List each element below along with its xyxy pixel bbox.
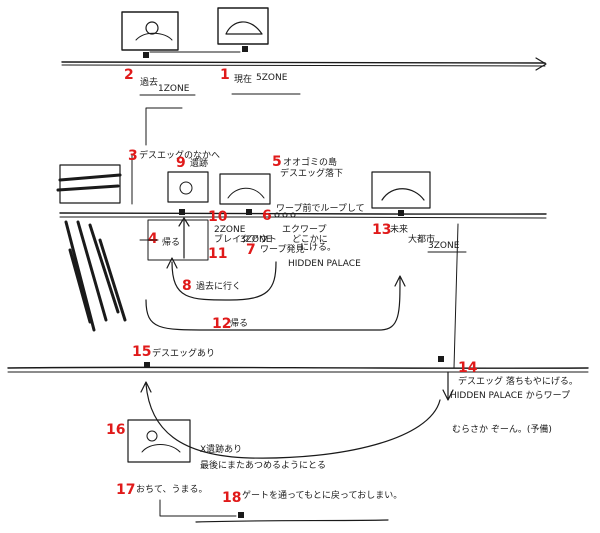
- timeline-line-top: [61, 61, 546, 64]
- sun-icon: [145, 21, 159, 35]
- arrow-head: [442, 389, 454, 401]
- note-ruins: 遺跡: [190, 157, 208, 169]
- note-hidden-palace: HIDDEN PALACE: [288, 259, 361, 269]
- note-mushroom: むらさか ぞーん。(予備): [452, 423, 552, 435]
- note-warp-find: エクワープ: [282, 224, 326, 235]
- note-last: 最後にまたあつめるようにとる: [200, 459, 326, 471]
- island-icon: [225, 21, 263, 35]
- loop-8: [171, 261, 277, 301]
- timeline-line-lower-shadow: [7, 371, 589, 373]
- note-zone5: 5ZONE: [256, 73, 288, 83]
- cloud-icon: [135, 32, 173, 41]
- screen-final: [127, 419, 191, 463]
- lower-timeline: 15 デスエッグあり 14 デスエッグ 落ちもやにげる。 HIDDEN PALA…: [7, 344, 589, 523]
- stage-block: [238, 512, 244, 518]
- note-fall: おちて、うまる。: [136, 484, 208, 495]
- marker-7: 7: [246, 242, 256, 258]
- marker-3: 3: [128, 148, 138, 164]
- middle-timeline: 3 デスエッグのなかへ 9 遺跡 5 オオゴミの島 デスエッグ落下 10 2ZO…: [56, 148, 547, 369]
- marker-18: 18: [222, 490, 241, 506]
- stage-block: [144, 362, 150, 368]
- note-warp-where: どこかに: [292, 234, 328, 245]
- island-icon: [227, 187, 265, 199]
- screen-island: [219, 173, 271, 205]
- note-death-egg-escape: デスエッグ 落ちもやにげる。: [458, 375, 578, 387]
- marker-8: 8: [182, 278, 192, 294]
- return-arc: [145, 383, 441, 459]
- arrow-head: [166, 257, 178, 269]
- note-zone2-sub: ブレイクアウト: [214, 233, 277, 245]
- screen-future: [371, 171, 431, 209]
- marker-2: 2: [124, 67, 134, 83]
- screen-death-egg: [59, 164, 121, 204]
- bracket-arrow: [145, 107, 183, 146]
- note-back-past: 過去に行く: [196, 280, 241, 292]
- note-zone3b: 3ZONE: [428, 241, 460, 251]
- hatched-zone: [56, 173, 127, 332]
- screen-past: [121, 11, 179, 51]
- dot: [290, 212, 296, 218]
- marker-6: 6: [262, 208, 272, 224]
- stage-block: [179, 209, 185, 215]
- marker-15: 15: [132, 344, 151, 360]
- note-return: 帰る: [162, 236, 180, 248]
- dot: [282, 212, 288, 218]
- note-warp-loop: ワープ前でループして: [276, 202, 365, 214]
- note-present: 現在: [234, 73, 252, 85]
- marker-4: 4: [148, 231, 158, 247]
- ruins-icon: [179, 181, 193, 195]
- marker-12: 12: [212, 316, 231, 332]
- stage-block: [246, 209, 252, 215]
- descending-line: [453, 223, 459, 369]
- note-zone1: 1ZONE: [158, 84, 190, 94]
- ruins-icon: [146, 430, 158, 442]
- note-hidden-palace-warp: HIDDEN PALACE からワープ: [450, 390, 570, 401]
- stage-block: [438, 356, 444, 362]
- marker-10: 10: [208, 209, 228, 225]
- stage-block: [143, 52, 149, 58]
- note-warp-discovery: ワープ発見: [260, 243, 304, 255]
- note-zone2: 2ZONE: [214, 225, 246, 235]
- marker-11: 11: [208, 246, 227, 262]
- marker-16: 16: [106, 422, 125, 438]
- timeline-line-lower: [7, 366, 589, 369]
- marker-1: 1: [220, 67, 230, 83]
- arrow-head: [140, 381, 152, 393]
- note-past: 過去: [140, 76, 158, 88]
- timeline-line-middle-shadow: [59, 216, 547, 219]
- top-timeline: 2 過去 1ZONE 1 現在 5ZONE: [61, 7, 547, 146]
- marker-13: 13: [372, 222, 391, 238]
- note-death-egg-fall: デスエッグ落下: [280, 167, 343, 179]
- bracket-arrow: [159, 499, 237, 517]
- loop-12: [145, 277, 401, 331]
- arrow-head-top: [535, 57, 547, 71]
- note-death-egg: デスエッグのなかへ: [139, 149, 220, 161]
- screen-ruins: [167, 171, 209, 203]
- stage-block: [398, 210, 404, 216]
- note-island: オオゴミの島: [283, 156, 337, 168]
- marker-5: 5: [272, 154, 282, 170]
- hill-icon: [141, 444, 181, 453]
- screen-present: [217, 7, 269, 45]
- note-go-to: にける。: [300, 242, 336, 253]
- marker-17: 17: [116, 482, 135, 498]
- stage-block: [242, 46, 248, 52]
- marker-9: 9: [176, 155, 186, 171]
- note-return-12: 帰る: [230, 317, 248, 329]
- city-icon: [381, 188, 425, 201]
- note-zone3: 3ZONE: [240, 235, 272, 245]
- note-gate: ゲートを通ってもとに戻っておしまい。: [242, 489, 402, 501]
- arrow-head: [394, 275, 406, 287]
- timeline-line-bottom: [195, 519, 389, 523]
- dot: [274, 212, 280, 218]
- note-x: X遺跡あり: [200, 443, 242, 455]
- arrow-head: [178, 217, 190, 227]
- marker-14: 14: [458, 360, 478, 376]
- note-metropolis: 大都市: [408, 233, 435, 245]
- note-future: 未来: [390, 223, 408, 235]
- timeline-line-top-shadow: [61, 64, 546, 67]
- note-death-egg-here: デスエッグあり: [152, 347, 215, 359]
